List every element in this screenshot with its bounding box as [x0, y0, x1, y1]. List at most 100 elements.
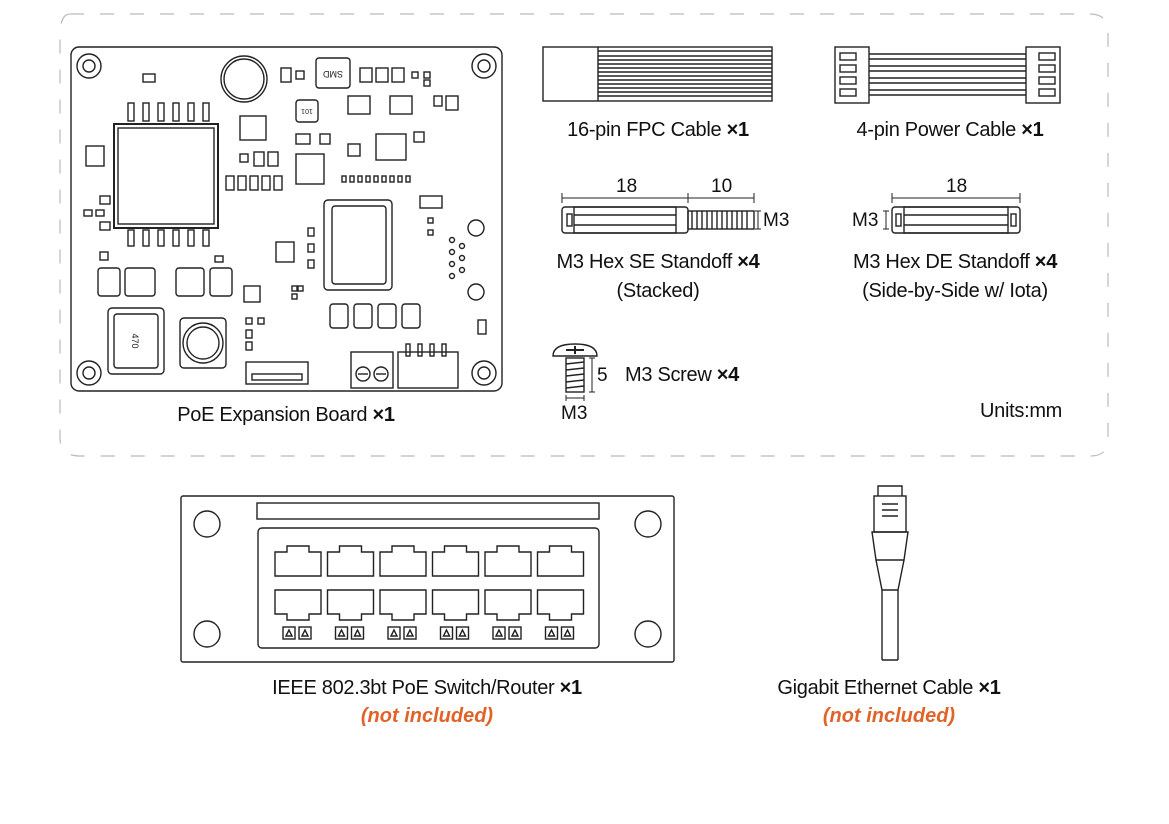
crystal: [220, 55, 268, 103]
rj45-pads: [448, 236, 466, 280]
chip-pins-bottom: [127, 229, 210, 247]
rj45-port: [274, 589, 322, 621]
port-led: [455, 626, 470, 640]
fpc-connector: [245, 361, 309, 385]
mounting-hole: [76, 53, 102, 79]
terminal-block: [350, 351, 394, 389]
qty-mark: ×: [372, 404, 385, 426]
rj45-port: [379, 545, 427, 577]
power-inductor-470: [107, 307, 165, 375]
inductor: [97, 267, 121, 297]
fpc-label: 16-pin FPC Cable: [567, 119, 722, 141]
de-dim-body: 18: [946, 176, 968, 197]
se-dim-line-thread: [688, 193, 755, 203]
inductor: [124, 267, 156, 297]
eth-cable-label: Gigabit Ethernet Cable: [777, 677, 974, 699]
smd-inductor-101: [295, 99, 319, 123]
inductor-marking: 470: [130, 333, 140, 348]
power-cable: [834, 46, 1061, 104]
screw-dim-line-size: [565, 395, 585, 401]
de-dim-line-body: [891, 193, 1021, 203]
screw-dim-len: 5: [597, 365, 608, 386]
rj45-port: [431, 589, 480, 621]
inductor-101-marking: 101: [301, 107, 313, 114]
magnetics-chip: [323, 199, 393, 291]
mounting-hole: [76, 360, 102, 386]
se-standoff-caption: M3 Hex SE Standoff ×4: [557, 251, 760, 274]
de-standoff-caption: M3 Hex DE Standoff ×4: [853, 251, 1057, 274]
de-dim-size: M3: [852, 210, 879, 231]
fpc-cable: [542, 46, 773, 102]
port-led: [544, 626, 559, 640]
qty-mark: ×: [737, 251, 749, 273]
port-led: [560, 626, 575, 640]
se-dim-thread: 10: [711, 176, 733, 197]
ethernet-cable: [871, 485, 909, 661]
rj45-port: [484, 589, 532, 621]
board-caption: PoE Expansion Board ×1: [177, 404, 395, 427]
rack-hole: [634, 510, 662, 538]
mounting-hole: [471, 360, 497, 386]
board-label: PoE Expansion Board: [177, 404, 368, 426]
port-led: [403, 626, 417, 640]
power-cable-qty: 1: [1032, 119, 1044, 141]
qty-mark: ×: [978, 677, 990, 699]
eth-cable-qty: 1: [989, 677, 1001, 699]
se-dim-thread-size: M3: [763, 210, 790, 231]
rj45-port: [536, 589, 585, 621]
rj45-port: [326, 589, 375, 621]
qty-mark: ×: [726, 119, 739, 141]
diodes: [329, 303, 421, 329]
se-dim-line-size: [755, 210, 761, 230]
rj45-port: [379, 589, 427, 621]
screw-caption: M3 Screw ×4: [625, 364, 739, 387]
rj45-port: [326, 545, 375, 577]
rack-hole: [193, 620, 221, 648]
se-standoff-label: M3 Hex SE Standoff: [556, 251, 733, 273]
de-standoff: [883, 193, 1021, 234]
switch-not-included: (not included): [360, 705, 494, 727]
rj45-port: [431, 545, 480, 577]
main-chip: [113, 123, 219, 229]
board-qty: 1: [383, 404, 395, 426]
pin-row: [341, 175, 411, 183]
capacitor: [179, 317, 227, 369]
port-led: [334, 626, 349, 640]
switch-label: IEEE 802.3bt PoE Switch/Router: [272, 677, 555, 699]
eth-cable-caption: Gigabit Ethernet Cable ×1: [777, 677, 1001, 700]
chip-pins-top: [127, 102, 210, 122]
port-led: [350, 626, 365, 640]
qty-mark: ×: [716, 364, 729, 386]
switch-caption: IEEE 802.3bt PoE Switch/Router ×1: [272, 677, 582, 700]
se-dim-body: 18: [616, 176, 638, 197]
de-dim-line-size: [883, 210, 889, 230]
screw-dim-line-len: [589, 357, 595, 393]
fpc-caption: 16-pin FPC Cable ×1: [567, 119, 749, 142]
se-standoff-thread: [687, 210, 755, 230]
de-standoff-qty: 4: [1046, 251, 1058, 273]
qty-mark: ×: [559, 677, 572, 699]
se-standoff: [561, 193, 761, 234]
screw-qty: 4: [728, 364, 739, 386]
port-led: [439, 626, 454, 640]
screw-label: M3 Screw: [625, 364, 712, 386]
de-standoff-sub: (Side-by-Side w/ Iota): [862, 280, 1048, 302]
switch-qty: 1: [571, 677, 582, 699]
rack-hole: [634, 620, 662, 648]
port-led: [508, 626, 522, 640]
units-note: Units:mm: [980, 400, 1063, 422]
port-led: [282, 626, 296, 640]
rj45-port: [536, 545, 585, 577]
inductor: [209, 267, 233, 297]
de-standoff-label: M3 Hex DE Standoff: [852, 251, 1030, 273]
switch-ports: [274, 545, 585, 640]
qty-mark: ×: [1034, 251, 1047, 273]
fpc-qty: 1: [738, 119, 749, 141]
m3-screw: [552, 343, 598, 401]
mounting-hole: [471, 53, 497, 79]
inductor: [175, 267, 205, 297]
port-led: [387, 626, 401, 640]
screw-dim-size: M3: [561, 403, 588, 424]
qty-mark: ×: [1021, 119, 1033, 141]
